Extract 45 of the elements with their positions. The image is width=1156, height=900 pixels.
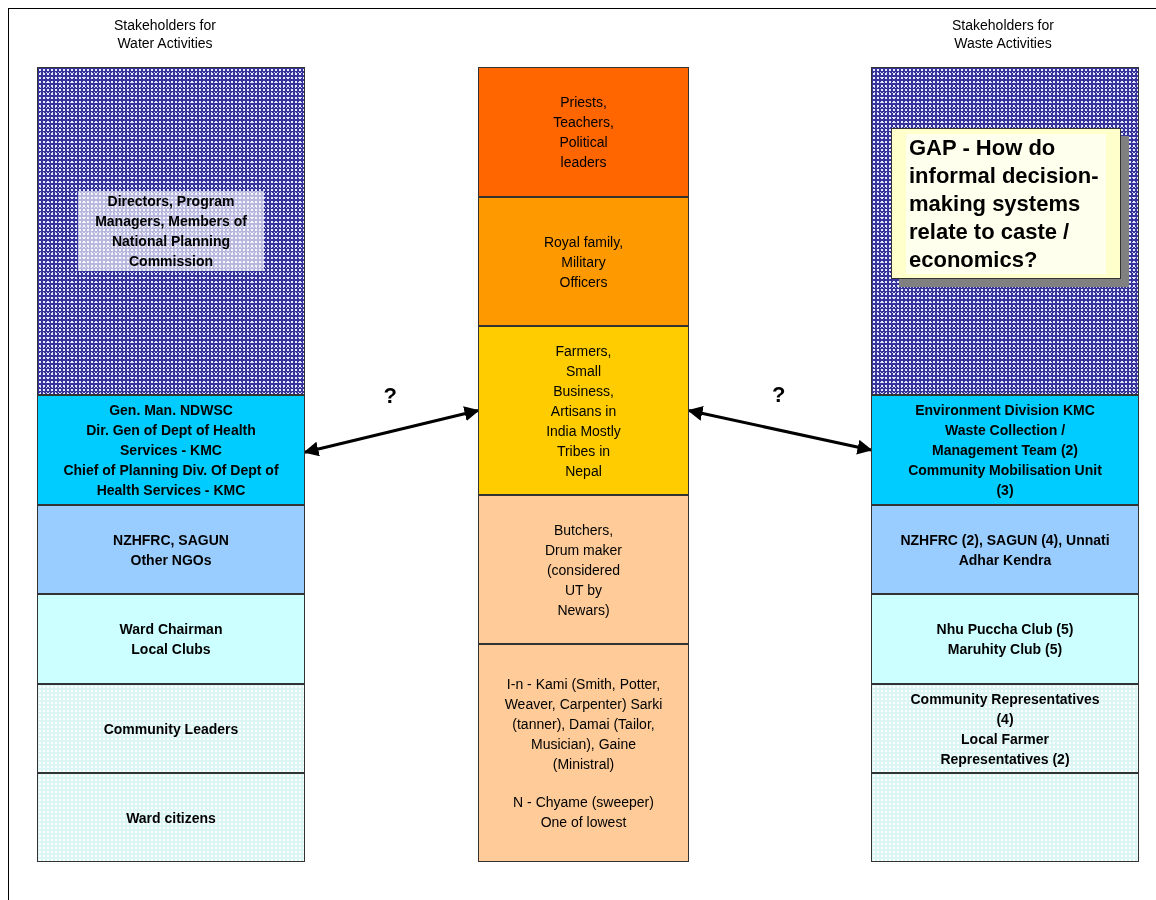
- box-text: Farmers, Small Business, Artisans in India Mostly Tribes in Nepal: [545, 341, 622, 481]
- box-text: NZHFRC, SAGUN: [113, 530, 229, 550]
- box-text: Local Clubs: [131, 640, 211, 659]
- box-text: Ward Chairman: [119, 620, 223, 639]
- empty-box-panel: [871, 773, 1139, 862]
- box-text: N - Chyame (sweeper) One of lowest: [512, 793, 655, 832]
- stakeholder-box: [37, 684, 305, 773]
- box-text: Maruhity Club (5): [947, 640, 1063, 659]
- box-text: Ward citizens: [126, 808, 216, 828]
- caste-box: [478, 197, 689, 326]
- box-text: Royal family, Military Officers: [543, 232, 624, 292]
- box-text: Priests, Teachers, Political leaders: [552, 93, 615, 172]
- box-text: Chief of Planning Div. Of Dept of Health Services - KMC: [62, 461, 280, 500]
- caste-box: [478, 495, 689, 644]
- caste-box: [478, 326, 689, 495]
- box-text: Community Mobilisation Unit (3): [907, 461, 1103, 500]
- box-text: Dir. Gen of Dept of Health Services - KMC: [85, 421, 257, 460]
- box-text: Environment Division KMC: [915, 401, 1095, 420]
- box-text: Gen. Man. NDWSC: [109, 401, 233, 420]
- stakeholder-box: [37, 773, 305, 862]
- column-heading: Stakeholders for Water Activities: [113, 16, 217, 52]
- double-arrow: [687, 406, 873, 455]
- stakeholder-box: [871, 395, 1139, 505]
- stakeholder-box: [37, 395, 305, 505]
- stakeholder-box: [871, 594, 1139, 684]
- box-text: Butchers, Drum maker (considered UT by Newars): [544, 520, 623, 620]
- box-text: Nhu Puccha Club (5): [936, 620, 1074, 639]
- column-heading: Stakeholders for Waste Activities: [951, 16, 1055, 52]
- caste-box: [478, 67, 689, 197]
- caste-box: [478, 644, 689, 862]
- stakeholder-box: [37, 594, 305, 684]
- box-text: Local Farmer Representatives (2): [939, 729, 1071, 769]
- box-text: Community Leaders: [103, 719, 239, 739]
- question-text: GAP - How do informal decision-making systems relate to caste / economics?: [906, 133, 1106, 274]
- box-text: NZHFRC (2), SAGUN (4), Unnati Adhar Kendra: [899, 530, 1111, 570]
- box-text: Directors, Program Managers, Members of National Planning Commission: [78, 191, 264, 271]
- stakeholder-box: [37, 505, 305, 594]
- box-text: Other NGOs: [130, 550, 212, 570]
- box-text: I-n - Kami (Smith, Potter, Weaver, Carpenter) Sarki (tanner), Damai (Tailor, Musician), Gaine (Ministral): [503, 675, 664, 774]
- stakeholder-box: [37, 67, 305, 395]
- box-text: Community Representatives (4): [910, 689, 1100, 729]
- stakeholder-box: [871, 684, 1139, 773]
- double-arrow: [303, 406, 480, 457]
- box-text: Waste Collection / Management Team (2): [931, 421, 1079, 460]
- stakeholder-box: [871, 505, 1139, 594]
